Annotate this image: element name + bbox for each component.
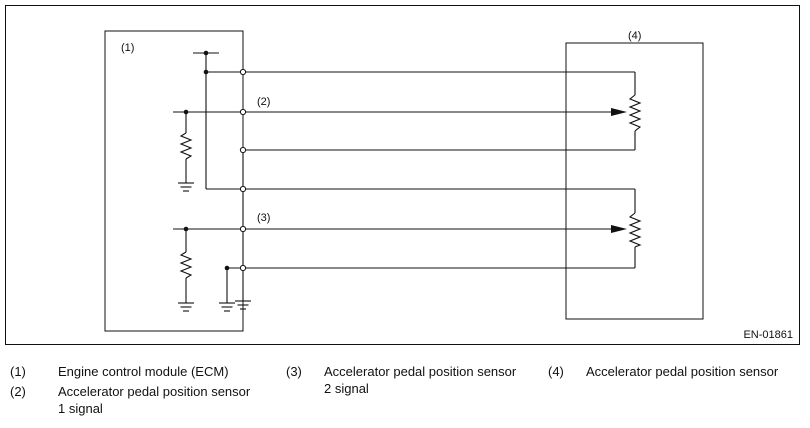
- pull-down-resistor-2: [179, 251, 193, 279]
- signal1-arrow: [611, 108, 627, 116]
- power-supply-wiring: [193, 52, 243, 190]
- legend-number: (3): [286, 364, 302, 379]
- junction-dot: [183, 109, 189, 115]
- signal2-arrow: [611, 225, 627, 233]
- junction-dot: [224, 265, 230, 271]
- legend-number: (1): [10, 364, 26, 379]
- signal1-label: (2): [257, 96, 270, 108]
- ground-symbol-2: [178, 302, 194, 312]
- legend-text: Accelerator pedal position sensor: [586, 364, 779, 379]
- sensor-label: (4): [628, 30, 641, 42]
- legend: (1) Engine control module (ECM) (2) Acce…: [0, 352, 810, 428]
- wiring-diagram: (1) (4) (2): [5, 5, 800, 345]
- sensor2-potentiometer: [628, 212, 642, 248]
- sensor1-wiring: [173, 71, 636, 301]
- pull-down-resistor-1: [179, 132, 193, 160]
- junction-dot: [203, 69, 209, 75]
- ground-symbol-3: [219, 302, 235, 312]
- ecm-terminals: [239, 68, 247, 272]
- ground-symbol-1: [178, 182, 194, 192]
- junction-dot: [183, 226, 189, 232]
- sensor-box: [565, 42, 704, 320]
- legend-number: (2): [10, 384, 26, 399]
- signal2-label: (3): [257, 212, 270, 224]
- legend-text: Accelerator pedal position sensor: [324, 364, 517, 379]
- legend-text: Engine control module (ECM): [58, 364, 229, 379]
- sensor1-potentiometer: [628, 94, 642, 132]
- legend-text: 2 signal: [324, 381, 369, 396]
- legend-text: 1 signal: [58, 401, 103, 416]
- diagram-border: [5, 5, 800, 345]
- ground-symbol-4: [235, 300, 251, 310]
- legend-item-signal2: (3) Accelerator pedal position sensor 2 …: [286, 364, 536, 398]
- legend-item-signal1: (2) Accelerator pedal position sensor 1 …: [10, 384, 280, 418]
- legend-number: (4): [548, 364, 564, 379]
- ecm-label: (1): [121, 42, 134, 54]
- figure-code: EN-01861: [743, 329, 793, 341]
- ecm-box: [104, 30, 244, 332]
- junction-dot: [203, 50, 209, 56]
- legend-text: Accelerator pedal position sensor: [58, 384, 251, 399]
